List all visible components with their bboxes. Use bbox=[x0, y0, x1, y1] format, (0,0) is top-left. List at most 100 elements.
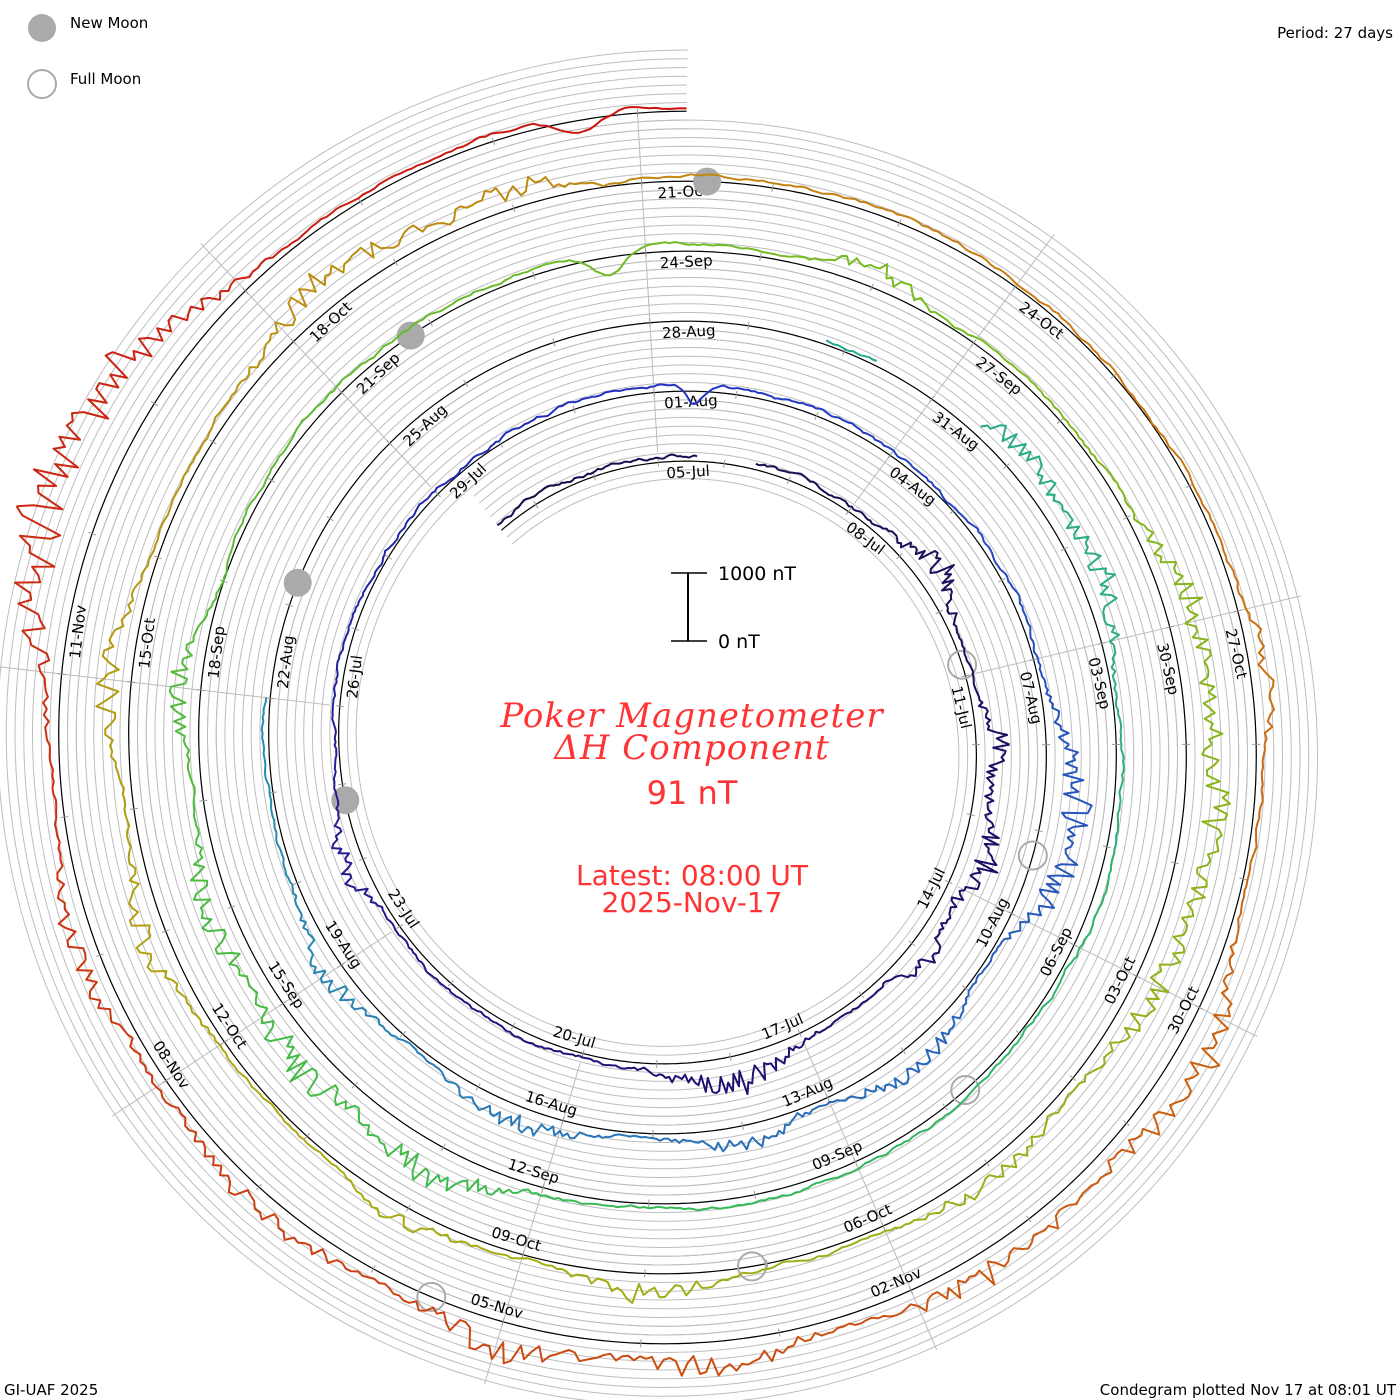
day-tick bbox=[1007, 911, 1016, 916]
trace-segment bbox=[16, 373, 120, 511]
trace-segment bbox=[848, 350, 878, 362]
new-moon-marker bbox=[693, 167, 722, 196]
trace-segment bbox=[1245, 608, 1275, 745]
day-tick bbox=[561, 1116, 565, 1125]
day-tick bbox=[1029, 658, 1038, 662]
day-tick bbox=[1003, 463, 1011, 470]
trace-segment bbox=[533, 470, 597, 498]
day-tick bbox=[351, 1081, 358, 1089]
trace-segment bbox=[963, 817, 1000, 891]
chart-subtitle: ΔH Component bbox=[552, 728, 830, 768]
scale-bottom-label: 0 nT bbox=[718, 631, 760, 653]
day-tick bbox=[869, 283, 874, 292]
day-tick bbox=[1012, 283, 1019, 291]
trace-segment bbox=[274, 241, 388, 327]
trace-segment bbox=[490, 1341, 641, 1365]
day-tick bbox=[384, 554, 393, 560]
day-tick bbox=[897, 219, 902, 227]
date-label: 27-Oct bbox=[1222, 627, 1251, 681]
trace-segment bbox=[1084, 542, 1120, 646]
trace-segment bbox=[1115, 372, 1194, 485]
trace-segment bbox=[260, 697, 271, 790]
trace-segment bbox=[751, 1169, 855, 1205]
day-tick bbox=[338, 783, 347, 786]
date-label: 11-Nov bbox=[66, 604, 90, 660]
day-tick bbox=[735, 390, 738, 399]
day-tick bbox=[1165, 625, 1174, 629]
new-moon-marker bbox=[283, 568, 312, 597]
trace-segment bbox=[319, 969, 396, 1038]
day-tick bbox=[267, 477, 276, 483]
grid-line bbox=[23, 75, 1292, 1380]
trace-segment bbox=[331, 705, 338, 786]
day-tick bbox=[552, 338, 556, 347]
day-tick bbox=[290, 338, 297, 345]
day-tick bbox=[723, 459, 726, 468]
date-label: 17-Jul bbox=[759, 1010, 806, 1044]
day-tick bbox=[929, 395, 935, 403]
new-moon-marker bbox=[396, 321, 425, 350]
baseline bbox=[58, 110, 1257, 1345]
trace-segment bbox=[648, 1136, 743, 1153]
trace-segment bbox=[1184, 622, 1224, 745]
date-label: 24-Oct bbox=[1016, 298, 1068, 343]
day-tick bbox=[945, 879, 953, 885]
full-moon-marker bbox=[947, 649, 978, 680]
chart-title: Poker Magnetometer bbox=[499, 696, 884, 736]
full-moon-marker bbox=[950, 1075, 981, 1106]
day-tick bbox=[199, 799, 208, 802]
trace-segment bbox=[206, 321, 279, 439]
trace-segment bbox=[642, 1267, 769, 1299]
trace-segment bbox=[1110, 644, 1123, 749]
day-tick bbox=[150, 400, 159, 407]
trace-segment bbox=[347, 554, 386, 628]
trace-segment bbox=[387, 187, 510, 249]
day-tick bbox=[1060, 546, 1069, 552]
day-tick bbox=[908, 940, 916, 947]
day-tick bbox=[814, 412, 819, 420]
day-tick bbox=[1056, 418, 1064, 424]
day-tick bbox=[900, 1047, 906, 1055]
trace-segment bbox=[303, 1138, 405, 1219]
day-tick bbox=[1195, 1005, 1204, 1010]
trace-segment bbox=[645, 241, 762, 253]
day-tick bbox=[399, 1030, 406, 1038]
trace-segment bbox=[1026, 836, 1079, 923]
trace-segment bbox=[1038, 1134, 1142, 1234]
trace-segment bbox=[1196, 743, 1231, 870]
grid-line bbox=[0, 49, 1318, 1400]
trace-segment bbox=[168, 682, 196, 798]
day-tick bbox=[935, 609, 944, 615]
day-tick bbox=[335, 705, 344, 708]
day-tick bbox=[88, 531, 97, 536]
trace-segment bbox=[170, 576, 226, 684]
trace-segment bbox=[467, 1096, 556, 1137]
trace-segment bbox=[434, 440, 500, 492]
day-tick bbox=[1233, 609, 1242, 613]
trace-segment bbox=[268, 788, 291, 882]
day-tick bbox=[729, 1052, 732, 1061]
day-tick bbox=[512, 204, 516, 213]
date-label: 02-Nov bbox=[868, 1264, 925, 1302]
date-label: 11-Jul bbox=[947, 684, 975, 730]
day-tick bbox=[405, 1204, 411, 1212]
full-moon-marker bbox=[736, 1251, 767, 1282]
trace-segment bbox=[732, 1045, 803, 1095]
trace-segment bbox=[879, 263, 978, 339]
date-spoke bbox=[111, 931, 392, 1117]
day-tick bbox=[1132, 973, 1141, 979]
date-spoke bbox=[200, 243, 432, 488]
trace-segment bbox=[639, 1348, 784, 1377]
date-label: 09-Oct bbox=[489, 1223, 543, 1255]
trace-segment bbox=[1016, 283, 1118, 375]
trace-segment bbox=[357, 132, 492, 199]
trace-segment bbox=[200, 912, 268, 1009]
day-tick bbox=[771, 183, 774, 192]
trace-segment bbox=[521, 1257, 645, 1304]
day-tick bbox=[942, 1103, 948, 1111]
full-moon-legend-icon bbox=[27, 69, 57, 99]
date-spoke bbox=[957, 886, 1258, 1038]
trace-segment bbox=[223, 477, 269, 578]
day-tick bbox=[279, 1000, 287, 1007]
day-tick bbox=[521, 1250, 525, 1259]
